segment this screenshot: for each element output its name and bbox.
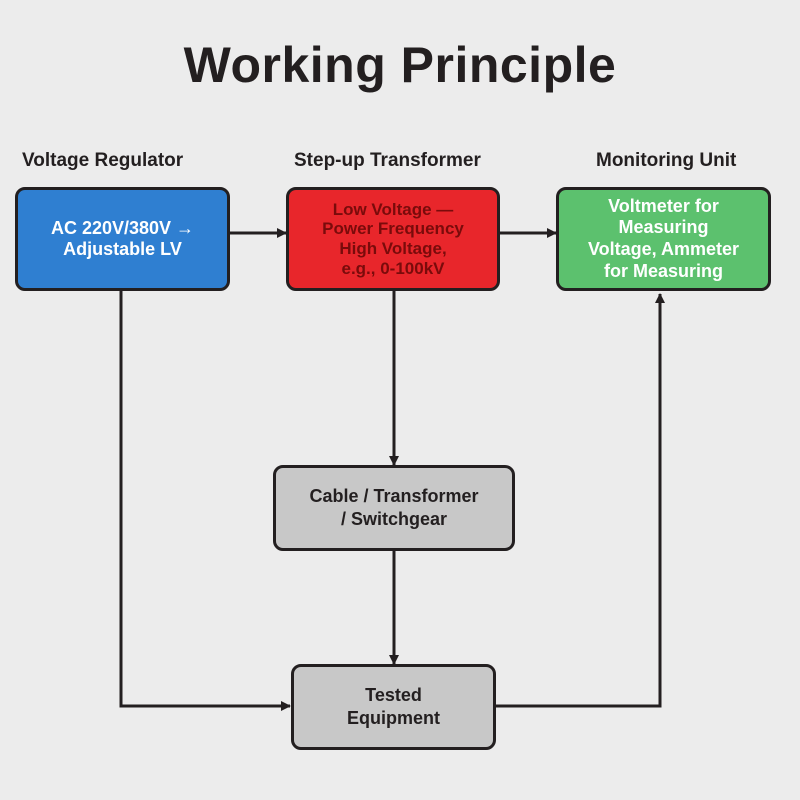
arrow-tested-to-monitor: [496, 293, 665, 708]
node-cable-transformer-switchgear: Cable / Transformer / Switchgear: [273, 465, 515, 551]
node-step-up-transformer: Low Voltage — Power Frequency High Volta…: [286, 187, 500, 291]
arrow-regulator-to-tested: [119, 290, 291, 711]
label-step-up-transformer: Step-up Transformer: [294, 150, 481, 171]
node-cable-text: Cable / Transformer / Switchgear: [309, 485, 479, 529]
node-monitoring-unit-text: Voltmeter for Measuring Voltage, Ammeter…: [587, 195, 740, 281]
node-voltage-regulator: AC 220V/380V → Adjustable LV: [15, 187, 230, 291]
node-tested-equipment: Tested Equipment: [291, 664, 496, 750]
label-monitoring-unit: Monitoring Unit: [596, 150, 737, 171]
node-tested-equipment-text: Tested Equipment: [347, 684, 440, 728]
node-monitoring-unit: Voltmeter for Measuring Voltage, Ammeter…: [556, 187, 771, 291]
node-voltage-regulator-text: AC 220V/380V → Adjustable LV: [50, 218, 195, 259]
label-voltage-regulator: Voltage Regulator: [22, 150, 184, 171]
node-step-up-transformer-text: Low Voltage — Power Frequency High Volta…: [322, 199, 464, 278]
page-title: Working Principle: [183, 37, 617, 93]
